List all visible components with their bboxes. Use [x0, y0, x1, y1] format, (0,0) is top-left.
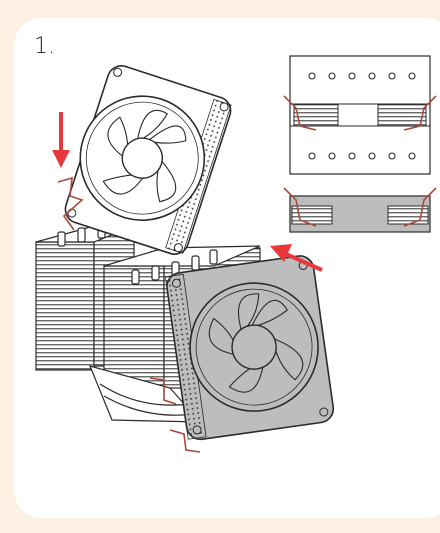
top-fan-clip: [57, 176, 84, 231]
red-arrow-down-icon: [52, 112, 70, 168]
detail-fan-edge-view: [283, 187, 437, 233]
bottom-fan: [164, 255, 335, 441]
red-arrow-diagonal-icon: [270, 244, 323, 272]
detail-clip-view: [283, 55, 437, 175]
bottom-fan-clips: [149, 377, 201, 453]
step-number: 1.: [34, 34, 55, 59]
top-fan: [64, 65, 232, 255]
